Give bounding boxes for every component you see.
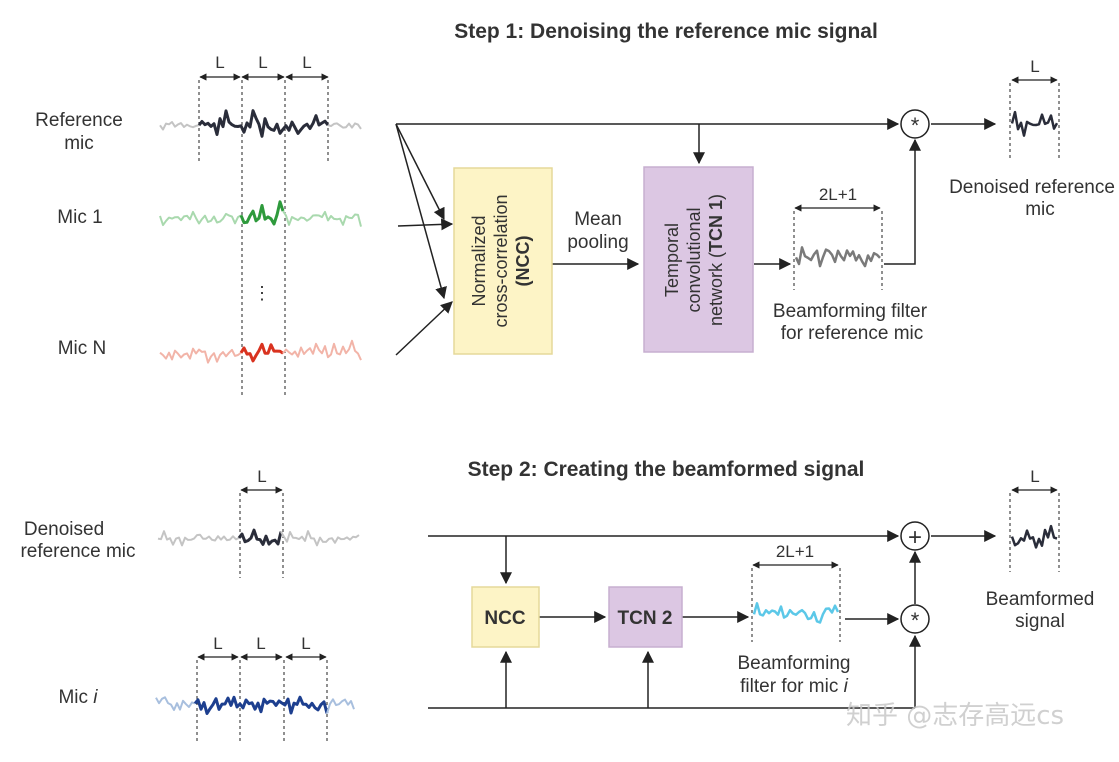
filter2-caption-line2: filter for mic i [740,676,848,697]
segment-label: L [257,467,266,486]
add-node [900,521,930,551]
mean-pooling-label-line2: pooling [567,232,628,253]
filter1-caption-line2: for reference mic [781,323,924,344]
waveform-highlight-segment [239,342,284,363]
multiply-node-step2 [900,604,930,634]
denoised-reference-input-waveform [157,528,360,547]
step2-denoised-dividers [239,493,284,578]
step1-filter-dividers [793,211,883,290]
segment-label: L [213,634,222,653]
step1-output-dividers [1009,83,1060,160]
waveform-highlight-segment [239,200,285,226]
output-width-label: L [1030,57,1039,76]
waveform-segment [159,347,242,364]
waveform-segment [159,121,200,131]
segment-label: L [301,634,310,653]
micN-waveform [159,339,362,364]
tcn1-label-line1: Temporal [662,223,682,297]
watermark: 知乎 @志存高远cs [846,701,1064,731]
mic1-waveform [159,200,362,227]
add-symbol: + [908,524,922,551]
multiply-symbol-step2: * [911,608,920,633]
waveform-segment [280,530,360,547]
ncc-step2-label: NCC [484,608,525,629]
filter2-caption-line1: Beamforming [738,653,851,674]
mic-i-label: Mic i [58,687,98,708]
filter2-width-label: 2L+1 [776,542,814,561]
ncc-block [453,167,553,355]
ncc-block-step2 [471,586,540,648]
step2-title: Step 2: Creating the beamformed signal [468,458,865,481]
segment-label: L [258,53,267,72]
tcn2-label: TCN 2 [618,608,673,629]
mic1-label: Mic 1 [57,207,102,228]
step2-mic-i-width-markers: L L L [197,634,327,661]
waveform-segment [159,210,242,227]
segment-label: L [256,634,265,653]
denoised-reference-waveform [1010,110,1059,137]
waveform-segment [1010,524,1058,549]
output2-caption-line2: signal [1015,611,1065,632]
step1-input-arrows [395,118,997,356]
denoised-reference-label-line2: reference mic [20,541,135,562]
step2-connector-arrows [428,530,997,709]
micN-label: Mic N [58,338,107,359]
tcn2-block [608,586,683,648]
tcn1-label-line3: network (TCN 1) [706,194,726,326]
waveform-highlight-segment [197,109,330,138]
tcn1-label-line2: convolutional [684,207,704,312]
step2-output-width-marker: L [1011,467,1058,494]
reference-mic-label-line2: mic [64,133,94,154]
output2-caption-line1: Beamformed [986,589,1095,610]
output1-caption-line1: Denoised reference [949,177,1115,198]
step1-filter-width-marker: 2L+1 [794,185,881,212]
reference-mic-waveform [159,109,362,138]
filter1-caption-line1: Beamforming filter [773,301,928,322]
reference-beamforming-filter-waveform [794,246,881,268]
waveform-segment [794,246,881,268]
multiply-symbol: * [911,113,920,138]
step1-title: Step 1: Denoising the reference mic sign… [454,20,878,43]
mic-i-waveform [155,695,355,715]
segment-label: L [215,53,224,72]
beamformed-signal-waveform [1010,524,1058,549]
filter-width-label: 2L+1 [819,185,857,204]
denoised-reference-label-line1: Denoised [24,519,104,540]
step1-segment-dividers [198,80,329,395]
step2-output-dividers [1009,493,1060,572]
waveform-segment [282,210,362,227]
output2-width-label: L [1030,467,1039,486]
waveform-segment [326,698,355,714]
step2-denoised-width-marker: L [240,467,283,494]
tcn1-block [643,166,754,353]
step1-segment-markers: L L L [199,53,329,81]
ncc-label-abbrev: (NCC) [513,236,533,287]
reference-mic-label-line1: Reference [35,110,123,131]
ncc-label-line2: cross-correlation [491,194,511,327]
waveform-highlight-segment [237,528,283,546]
waveform-highlight-segment [193,695,329,715]
output1-caption-line2: mic [1025,199,1055,220]
mean-pooling-label-line1: Mean [574,209,622,230]
multiply-node-step1 [900,109,930,139]
waveform-segment [282,339,362,361]
step2-filter-width-marker: 2L+1 [752,542,839,569]
waveform-segment [157,530,240,547]
waveform-segment [1010,110,1059,137]
step2-filter-dividers [751,568,841,642]
step1-output-width-marker: L [1011,57,1058,84]
waveform-segment [752,602,840,624]
mic-i-beamforming-filter-waveform [752,602,840,624]
segment-label: L [302,53,311,72]
waveform-segment [155,696,196,711]
ncc-label-line1: Normalized [469,215,489,306]
mic-ellipsis: ⋮ [253,283,271,303]
waveform-segment [327,122,362,130]
